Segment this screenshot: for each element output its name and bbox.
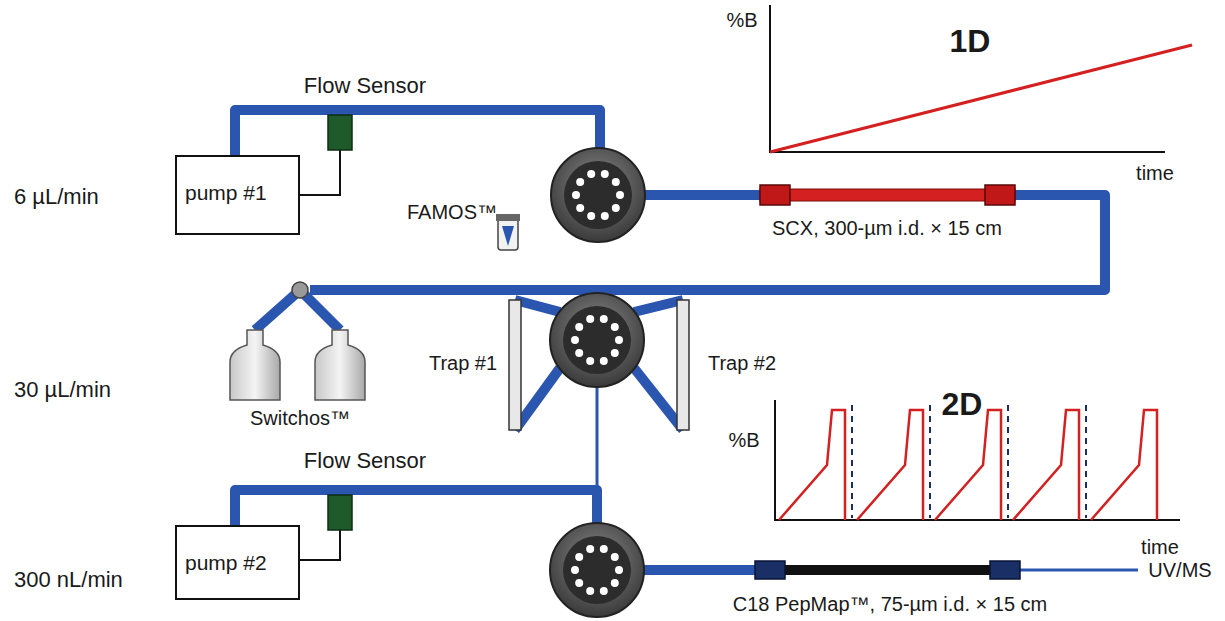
valve-label: Switchos™ — [250, 407, 350, 429]
flow-rate: 6 µL/min — [14, 185, 99, 209]
column-label: SCX, 300-µm i.d. × 15 cm — [772, 217, 1002, 239]
trap-label: Trap #2 — [708, 352, 776, 374]
sensor-label: Flow Sensor — [304, 449, 426, 473]
chart-title: 1D — [950, 24, 991, 59]
axis-label: time — [1136, 162, 1174, 184]
switching-valve — [550, 523, 644, 617]
switching-valve — [550, 293, 644, 387]
switching-valve — [551, 148, 645, 242]
flow-sensor — [328, 495, 352, 530]
vial-icon — [496, 214, 520, 250]
flow-rate: 300 nL/min — [14, 568, 123, 592]
trap-label: Trap #1 — [429, 352, 497, 374]
chart-title: 2D — [942, 387, 983, 422]
detector-label: UV/MS — [1148, 559, 1211, 581]
pump-label: pump #2 — [185, 551, 290, 574]
axis-label: %B — [728, 429, 759, 451]
sensor-label: Flow Sensor — [304, 74, 426, 98]
pump-box: pump #1 — [175, 155, 300, 235]
axis-label: %B — [726, 9, 757, 31]
flow-sensor — [328, 115, 352, 150]
autosampler-label: FAMOS™ — [407, 201, 497, 223]
pump-label: pump #1 — [185, 181, 290, 204]
axis-label: time — [1141, 536, 1179, 558]
pump-box: pump #2 — [175, 525, 300, 600]
column-label: C18 PepMap™, 75-µm i.d. × 15 cm — [733, 593, 1047, 615]
flow-rate: 30 µL/min — [14, 378, 111, 402]
